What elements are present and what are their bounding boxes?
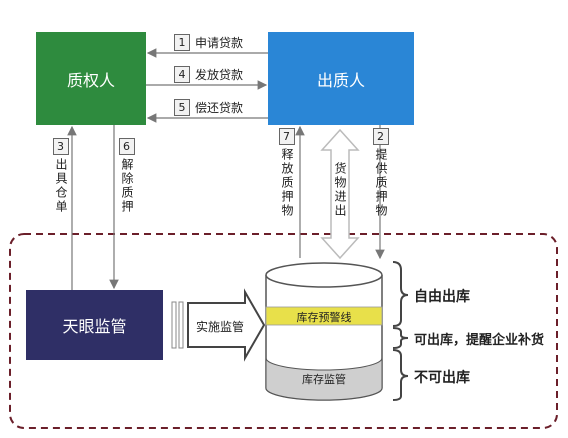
step-release-goods: 7 释放质押物 [278, 128, 295, 218]
stripe-1 [171, 301, 177, 349]
warehouse-cylinder [265, 262, 383, 401]
pledgor-label: 出质人 [316, 70, 365, 90]
implement-label: 实施监管 [196, 320, 245, 334]
brace-free [392, 261, 409, 327]
step-apply-loan: 1 申请贷款 [174, 34, 243, 51]
step-text: 发放贷款 [195, 68, 244, 82]
step-text: 出具仓单 [54, 158, 68, 214]
zone-blocked-label: 不可出库 [414, 370, 470, 386]
supervision-region [9, 233, 558, 429]
step-number: 5 [174, 99, 190, 116]
goods-flow-arrow [320, 128, 360, 260]
stripe-2 [178, 301, 184, 349]
tianyan-label: 天眼监管 [62, 317, 127, 336]
warning-line-label: 库存预警线 [296, 311, 352, 324]
step-number: 7 [278, 128, 295, 145]
pledgor-box: 出质人 [268, 32, 414, 125]
step-text: 释放质押物 [280, 148, 294, 218]
zone-remind-label: 可出库，提醒企业补货 [414, 333, 545, 348]
step-provide-goods: 2 提供质押物 [372, 128, 389, 218]
zone-free-label: 自由出库 [414, 289, 470, 305]
step-issue-receipt: 3 出具仓单 [52, 138, 69, 214]
brace-remind [392, 327, 409, 349]
goods-flow-label: 货物进出 [333, 162, 347, 218]
step-text: 偿还贷款 [195, 101, 244, 115]
step-number: 2 [372, 128, 389, 145]
step-text: 解除质押 [120, 158, 134, 214]
implement-arrow [187, 288, 266, 362]
pledgee-box: 质权人 [36, 32, 146, 125]
pledgee-label: 质权人 [66, 70, 115, 90]
inventory-supervision-label: 库存监管 [302, 373, 346, 386]
step-number: 3 [52, 138, 69, 155]
step-number: 1 [174, 34, 190, 51]
step-number: 4 [174, 66, 190, 83]
brace-blocked [392, 349, 409, 401]
step-release-pledge: 6 解除质押 [118, 138, 135, 214]
step-repay-loan: 5 偿还贷款 [174, 99, 243, 116]
step-text: 申请贷款 [195, 36, 244, 50]
step-issue-loan: 4 发放贷款 [174, 66, 243, 83]
step-number: 6 [118, 138, 135, 155]
tianyan-box: 天眼监管 [26, 290, 163, 360]
step-text: 提供质押物 [374, 148, 388, 218]
